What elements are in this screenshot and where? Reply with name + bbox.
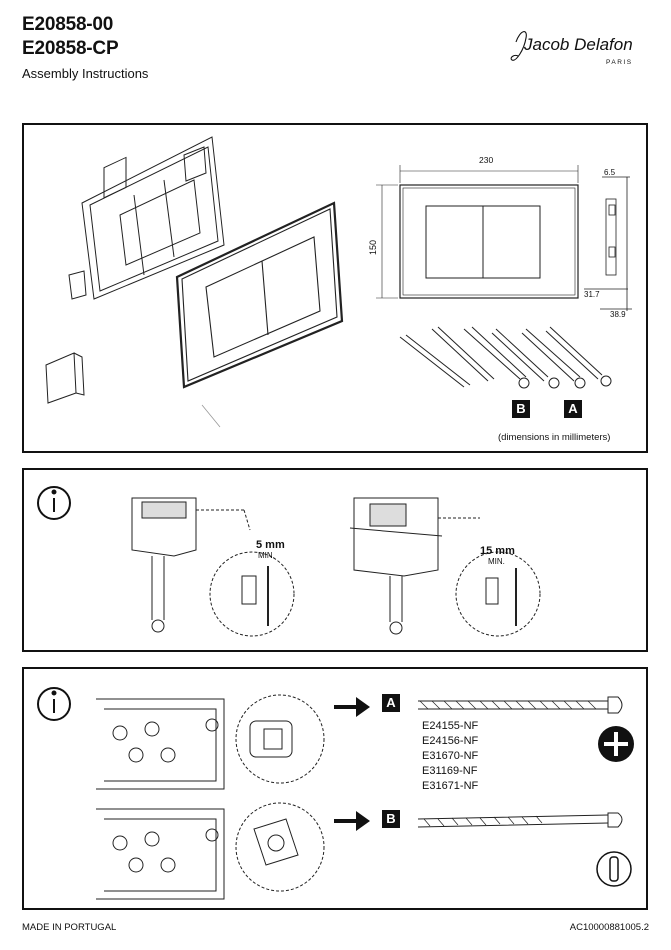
front-view-drawing: [376, 165, 579, 299]
reference-item: E31671-NF: [422, 780, 479, 792]
gap-2-min: MIN.: [488, 557, 505, 566]
dim-width-label: 230: [479, 155, 493, 165]
detail-circle-2: [455, 551, 541, 637]
info-icon: [37, 486, 71, 520]
footer-doc-code: AC10000881005.2: [569, 922, 649, 933]
screws-drawing: [399, 326, 612, 389]
booklet-drawing: [45, 352, 85, 404]
dim-depth-top-label: 6.5: [604, 168, 616, 177]
reference-item: E31169-NF: [422, 765, 478, 777]
model-number-1: E20858-00: [22, 14, 114, 35]
brand-logo: Jacob Delafon PARIS: [506, 20, 646, 70]
gap-1-value: 5 mm: [256, 539, 285, 551]
detail-circle-1: [209, 551, 295, 637]
screw-type-b-badge: B: [512, 400, 530, 418]
screw-type-a-badge: A: [564, 400, 582, 418]
arrow-a-icon: [334, 697, 370, 717]
screw-a-badge: A: [382, 694, 400, 712]
footer-origin: MADE IN PORTUGAL: [22, 922, 117, 933]
phillips-head-icon: [598, 726, 634, 762]
panel-minimum-gap: 5 mm MIN. 15 mm MIN.: [22, 468, 648, 652]
arrow-b-icon: [334, 811, 370, 831]
document-subtitle: Assembly Instructions: [22, 66, 149, 81]
dimensions-note: (dimensions in millimeters): [498, 432, 611, 443]
detail-insert-a: [235, 694, 325, 784]
side-view-drawing: [584, 176, 632, 311]
gap-2-value: 15 mm: [480, 545, 515, 557]
frame-insert-b-drawing: [96, 808, 225, 900]
reference-list: E24155-NF E24156-NF E31670-NF E31169-NF …: [422, 719, 478, 794]
reference-item: E31670-NF: [422, 750, 479, 762]
frame-insert-a-drawing: [96, 698, 225, 790]
cistern-1-drawing: [131, 497, 251, 633]
cistern-2-drawing: [349, 497, 480, 635]
mounting-frame-drawing: [68, 136, 225, 300]
detail-insert-b: [235, 802, 325, 892]
gap-1-min: MIN.: [258, 551, 275, 560]
brand-script-text: Jacob Delafon: [523, 35, 633, 54]
dim-depth-a-label: 31.7: [584, 290, 600, 299]
dim-depth-b-label: 38.9: [610, 310, 626, 319]
model-number-2: E20858-CP: [22, 38, 119, 59]
panel-screw-selection: A B E24155-NF E24156-NF E31670-NF E31169…: [22, 667, 648, 910]
screw-a-drawing: [418, 696, 623, 714]
flush-plate-drawing: [175, 201, 344, 389]
dim-height-label: 150: [368, 240, 378, 255]
brand-city-text: PARIS: [606, 59, 633, 66]
screw-b-badge: B: [382, 810, 400, 828]
panel-overview: 230 150 6.5 31.7 38.9 B A (dimensions: [22, 123, 648, 453]
reference-item: E24155-NF: [422, 720, 479, 732]
info-icon-2: [37, 687, 71, 721]
slotted-head-icon: [596, 851, 632, 887]
screw-b-drawing: [417, 812, 623, 828]
reference-item: E24156-NF: [422, 735, 479, 747]
